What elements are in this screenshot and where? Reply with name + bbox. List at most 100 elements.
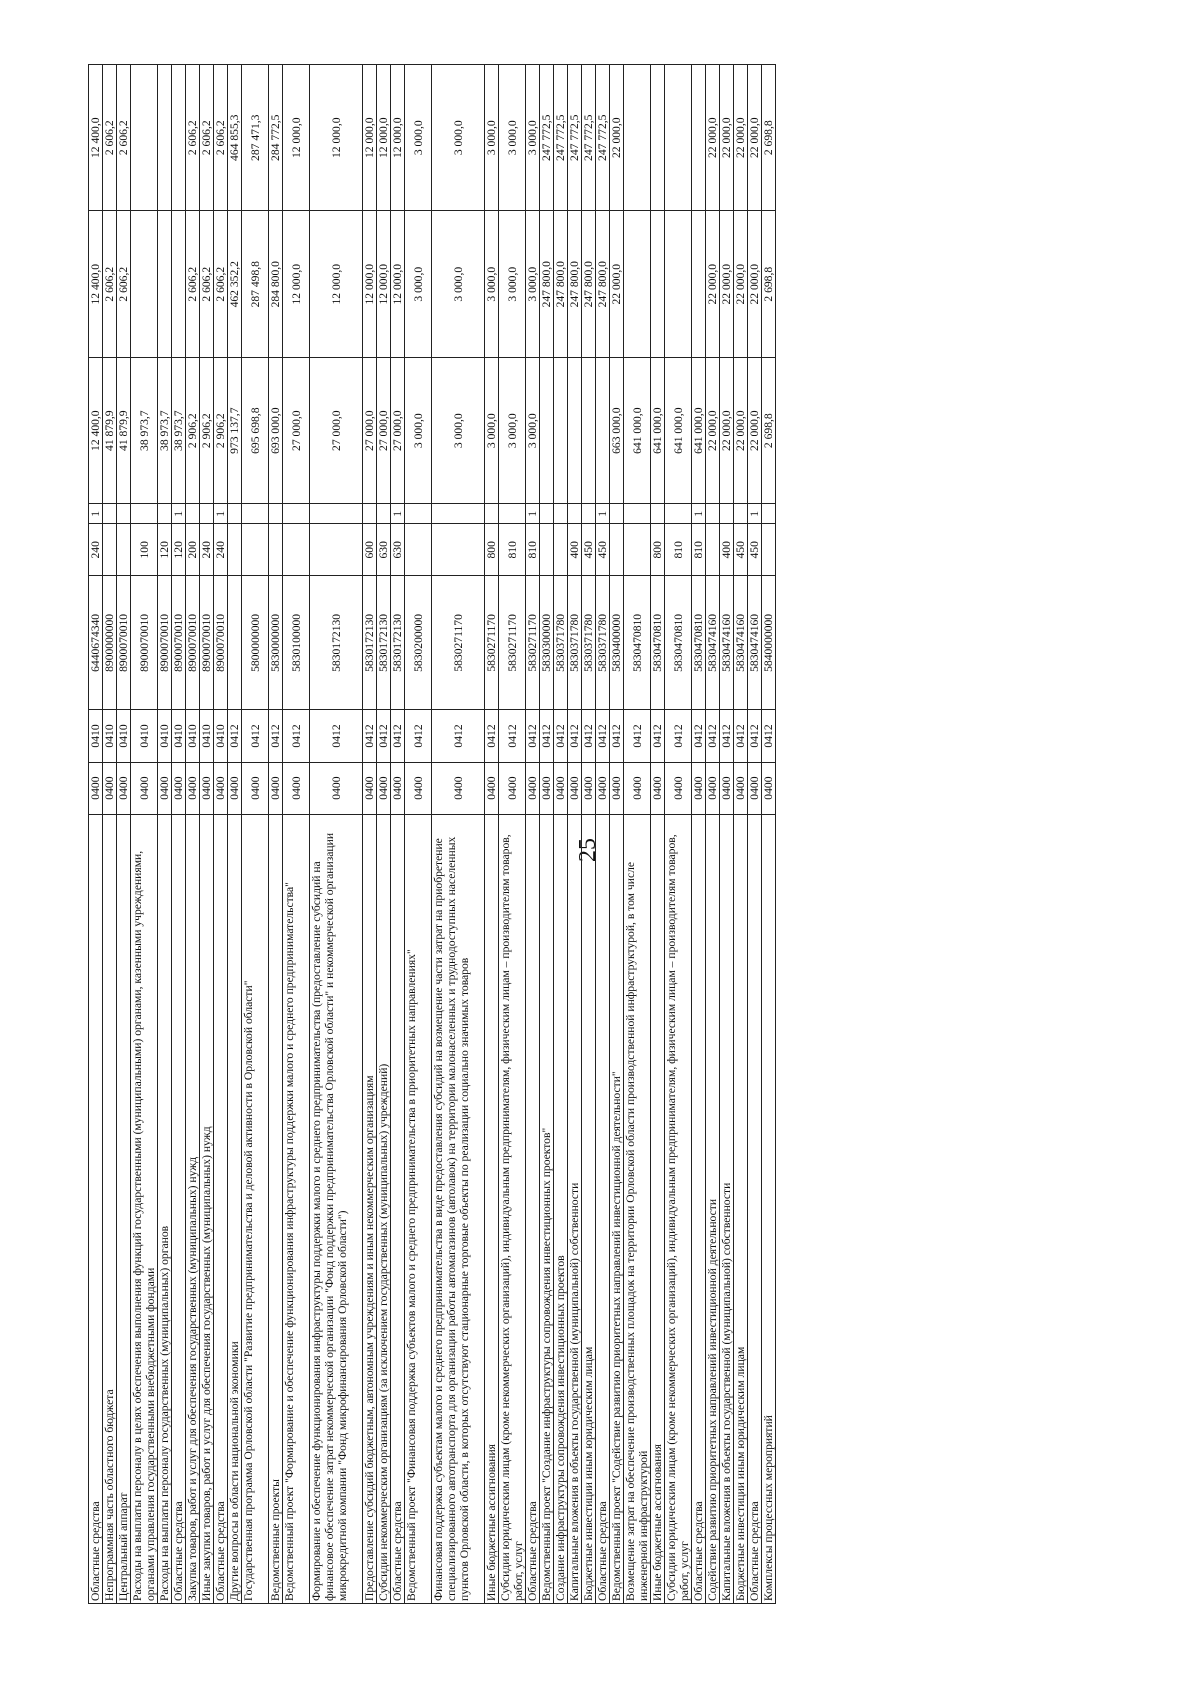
table-row: Субсидии некоммерческим организациям (за… — [376, 64, 391, 1604]
subsection-code-cell: 0412 — [309, 709, 363, 763]
subsection-code-cell: 0412 — [609, 709, 624, 763]
row-name-cell: Субсидии некоммерческим организациям (за… — [376, 814, 391, 1604]
row-name-cell: Возмещение затрат на обеспечение произво… — [623, 814, 651, 1604]
funding-flag-cell — [705, 503, 720, 524]
amount-year3-cell: 2 606,2 — [116, 64, 131, 211]
row-name-cell: Непрограммная часть областного бюджета — [102, 814, 117, 1604]
amount-year2-cell: 3 000,0 — [498, 211, 526, 358]
row-name-cell: Создание инфраструктуры сопровождения ин… — [553, 814, 568, 1604]
amount-year1-cell: 3 000,0 — [525, 357, 540, 504]
subsection-code-cell: 0412 — [390, 709, 405, 763]
funding-flag-cell — [650, 503, 665, 524]
section-code-cell: 0400 — [241, 762, 269, 815]
table-row: Другие вопросы в области национальной эк… — [227, 64, 242, 1604]
funding-flag-cell — [609, 503, 624, 524]
section-code-cell: 0400 — [539, 762, 554, 815]
amount-year3-cell — [157, 64, 172, 211]
table-row: Формирование и обеспечение функционирова… — [309, 64, 363, 1604]
subsection-code-cell: 0412 — [650, 709, 665, 763]
amount-year1-cell — [539, 357, 554, 504]
target-item-cell: 5830172130 — [390, 575, 405, 710]
funding-flag-cell — [581, 503, 596, 524]
row-name-cell: Иные закупки товаров, работ и услуг для … — [199, 814, 214, 1604]
section-code-cell: 0400 — [691, 762, 706, 815]
row-name-cell: Областные средства — [747, 814, 762, 1604]
expense-type-cell: 800 — [484, 523, 499, 576]
expense-type-cell — [609, 523, 624, 576]
subsection-code-cell: 0410 — [116, 709, 131, 763]
table-row: Создание инфраструктуры сопровождения ин… — [553, 64, 568, 1604]
expense-type-cell — [761, 523, 776, 576]
subsection-code-cell: 0410 — [213, 709, 228, 763]
expense-type-cell: 200 — [185, 523, 200, 576]
row-name-cell: Областные средства — [171, 814, 186, 1604]
expense-type-cell: 120 — [157, 523, 172, 576]
subsection-code-cell: 0412 — [498, 709, 526, 763]
funding-flag-cell — [241, 503, 269, 524]
amount-year1-cell: 27 000,0 — [390, 357, 405, 504]
amount-year3-cell: 287 471,3 — [241, 64, 269, 211]
expense-type-cell: 630 — [390, 523, 405, 576]
amount-year3-cell: 284 772,5 — [268, 64, 283, 211]
row-name-cell: Ведомственный проект "Создание инфрастру… — [539, 814, 554, 1604]
funding-flag-cell — [498, 503, 526, 524]
expense-type-cell: 240 — [88, 523, 103, 576]
funding-flag-cell — [268, 503, 283, 524]
funding-flag-cell: 1 — [88, 503, 103, 524]
amount-year2-cell: 247 800,0 — [553, 211, 568, 358]
funding-flag-cell — [539, 503, 554, 524]
table-row: Предоставление субсидий бюджетным, автон… — [362, 64, 377, 1604]
amount-year1-cell: 3 000,0 — [431, 357, 485, 504]
expense-type-cell: 450 — [733, 523, 748, 576]
target-item-cell — [227, 575, 242, 710]
amount-year1-cell: 12 400,0 — [88, 357, 103, 504]
target-item-cell: 5830474160 — [719, 575, 734, 710]
subsection-code-cell: 0412 — [431, 709, 485, 763]
amount-year3-cell: 22 000,0 — [609, 64, 624, 211]
target-item-cell: 5830271170 — [431, 575, 485, 710]
table-row: Закупка товаров, работ и услуг для обесп… — [185, 64, 200, 1604]
amount-year3-cell: 3 000,0 — [404, 64, 432, 211]
subsection-code-cell: 0410 — [130, 709, 158, 763]
expense-type-cell: 450 — [747, 523, 762, 576]
expense-type-cell — [282, 523, 310, 576]
section-code-cell: 0400 — [130, 762, 158, 815]
amount-year1-cell: 641 000,0 — [650, 357, 665, 504]
amount-year2-cell: 22 000,0 — [747, 211, 762, 358]
expense-type-cell: 120 — [171, 523, 186, 576]
target-item-cell: 8900070010 — [130, 575, 158, 710]
target-item-cell: 5830371780 — [581, 575, 596, 710]
subsection-code-cell: 0412 — [595, 709, 610, 763]
amount-year2-cell: 247 800,0 — [539, 211, 554, 358]
amount-year2-cell: 12 000,0 — [362, 211, 377, 358]
section-code-cell: 0400 — [623, 762, 651, 815]
row-name-cell: Комплексы процессных мероприятий — [761, 814, 776, 1604]
expense-type-cell — [539, 523, 554, 576]
expense-type-cell: 450 — [595, 523, 610, 576]
target-item-cell: 5830172130 — [362, 575, 377, 710]
amount-year2-cell: 22 000,0 — [705, 211, 720, 358]
section-code-cell: 0400 — [581, 762, 596, 815]
amount-year3-cell: 12 000,0 — [390, 64, 405, 211]
funding-flag-cell — [664, 503, 692, 524]
expense-type-cell: 400 — [719, 523, 734, 576]
amount-year1-cell: 27 000,0 — [376, 357, 391, 504]
amount-year3-cell — [691, 64, 706, 211]
row-name-cell: Иные бюджетные ассигнования — [650, 814, 665, 1604]
amount-year1-cell: 41 879,9 — [102, 357, 117, 504]
amount-year1-cell: 27 000,0 — [282, 357, 310, 504]
expense-type-cell — [116, 523, 131, 576]
row-name-cell: Субсидии юридическим лицам (кроме некомм… — [498, 814, 526, 1604]
subsection-code-cell: 0412 — [282, 709, 310, 763]
funding-flag-cell: 1 — [595, 503, 610, 524]
target-item-cell: 5830371780 — [595, 575, 610, 710]
expense-type-cell — [431, 523, 485, 576]
section-code-cell: 0400 — [595, 762, 610, 815]
